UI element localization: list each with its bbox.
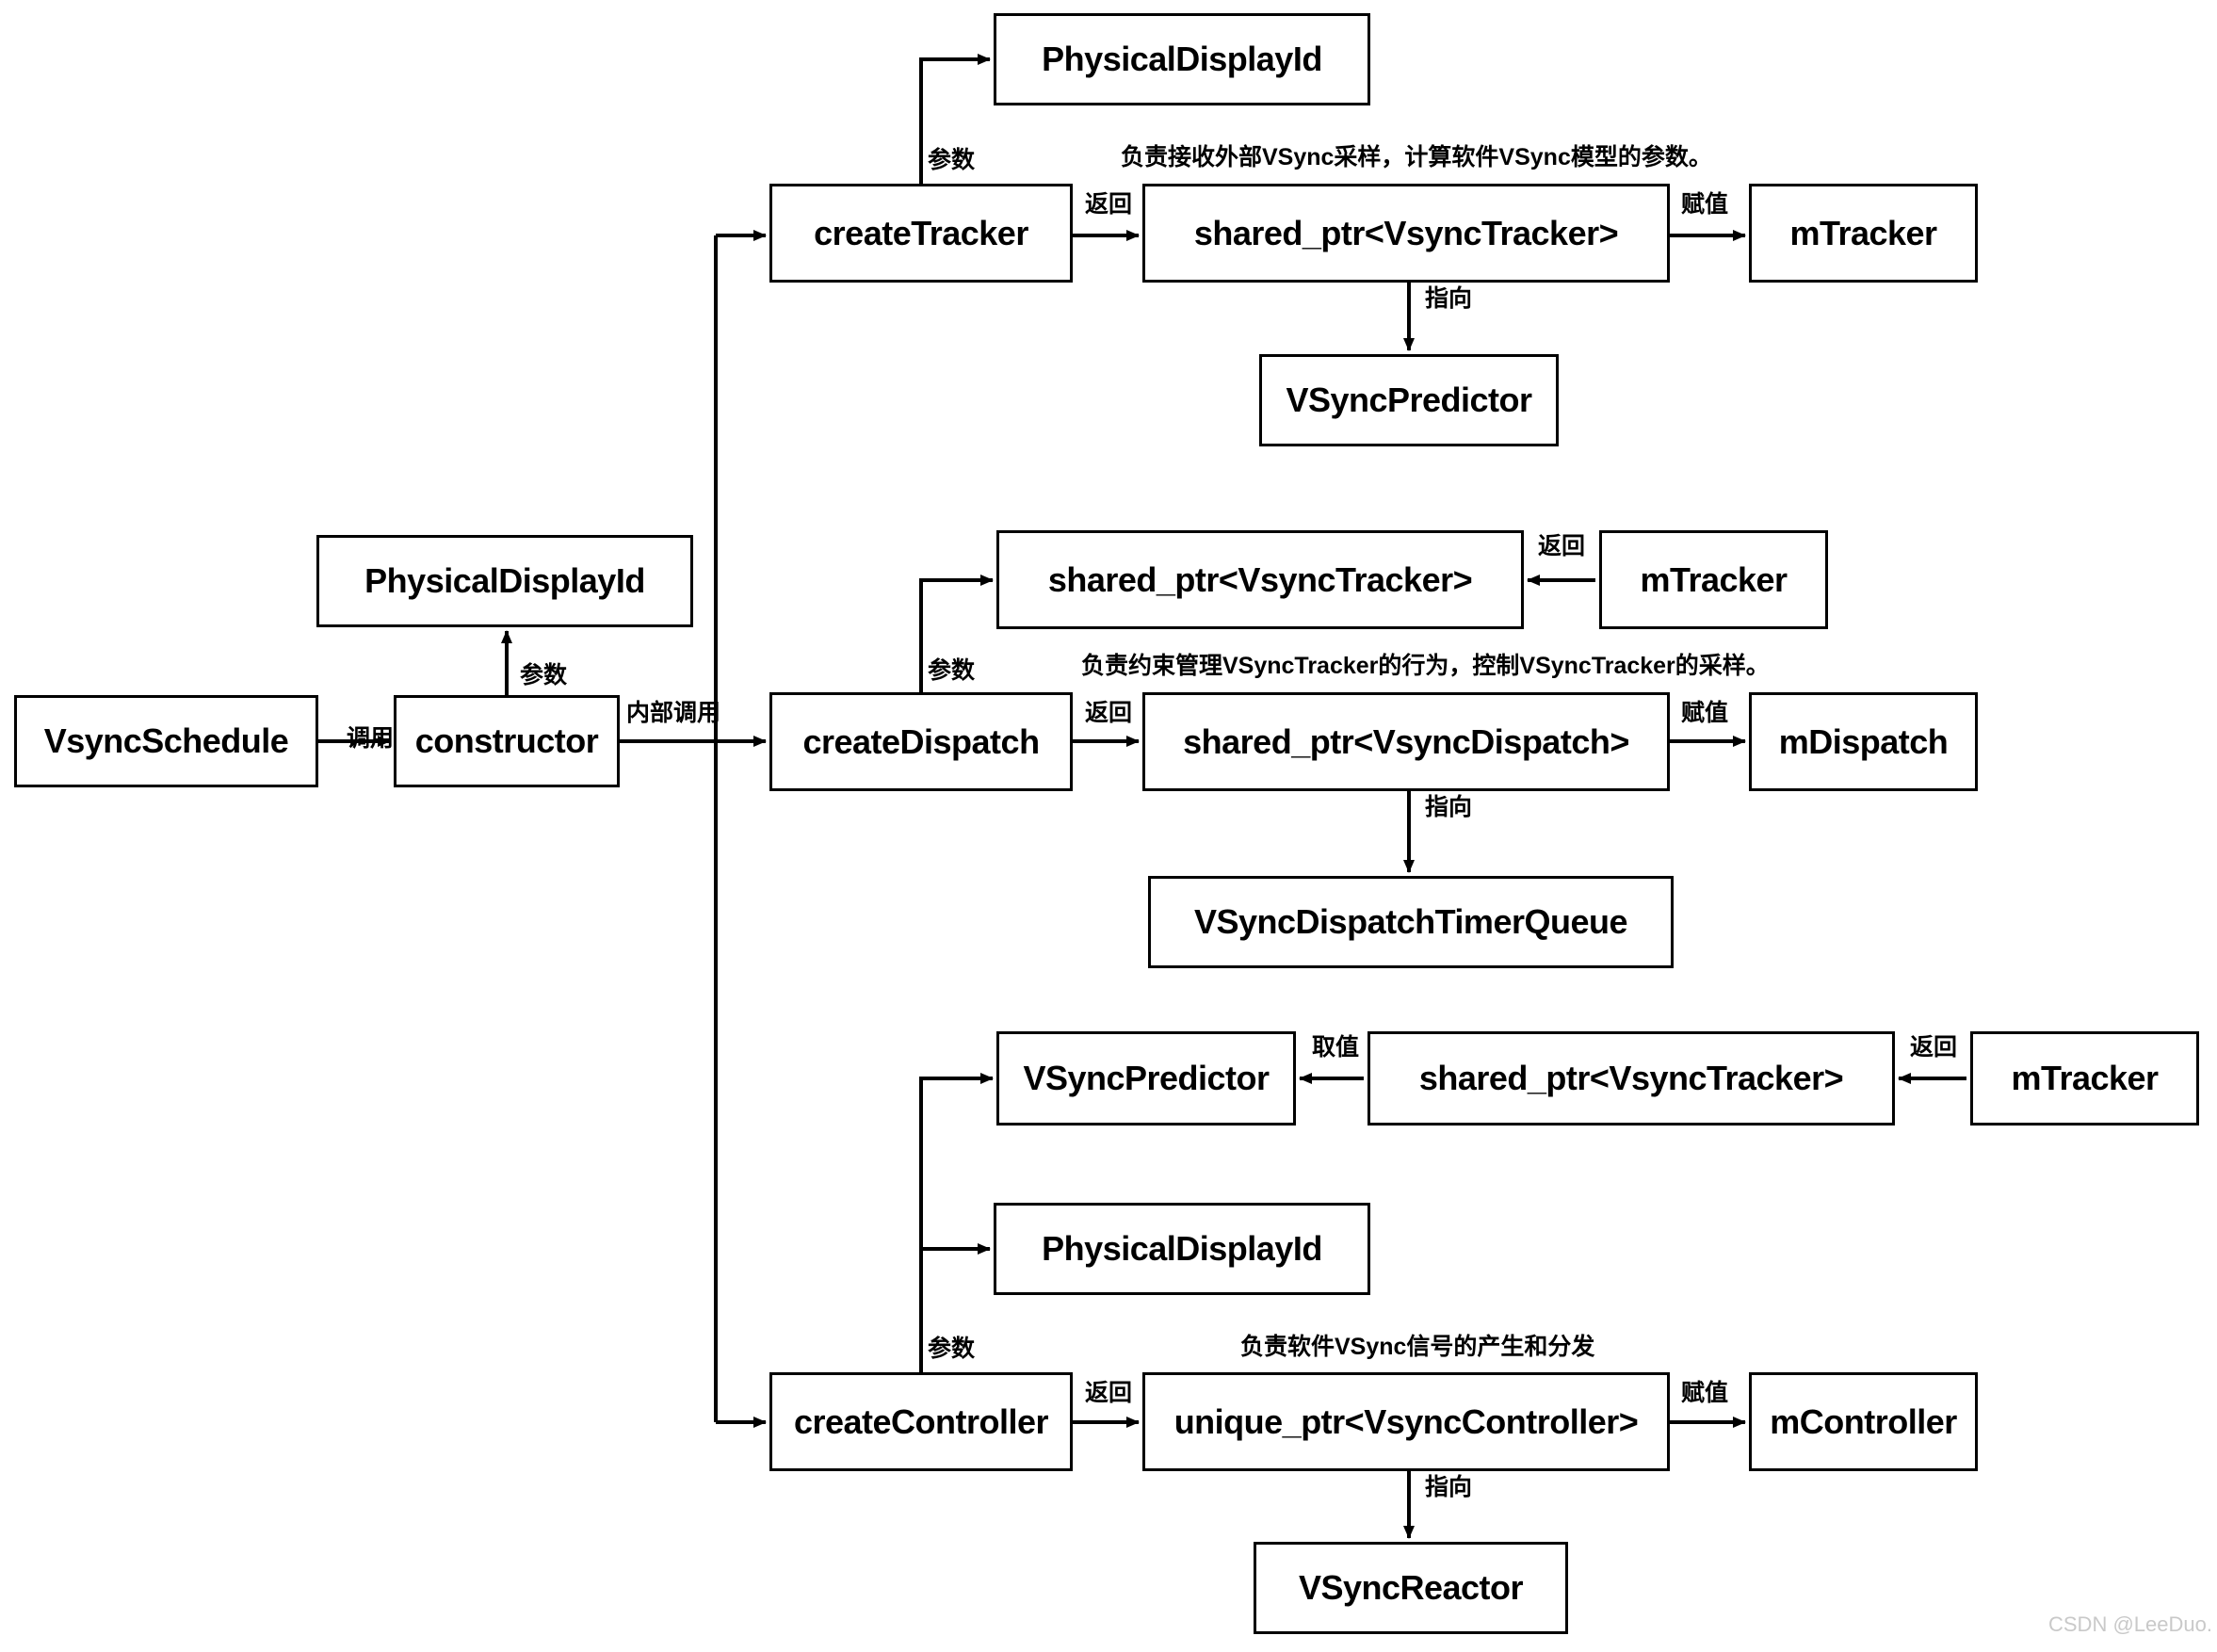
node-vsync-dispatch-timer-queue[interactable]: VSyncDispatchTimerQueue <box>1148 876 1674 968</box>
node-label: VSyncPredictor <box>1286 381 1532 420</box>
node-shared-ptr-vsync-tracker-1[interactable]: shared_ptr<VsyncTracker> <box>1142 184 1670 283</box>
node-label: PhysicalDisplayId <box>1042 1229 1322 1269</box>
edge-label-return-mtracker-mid: 返回 <box>1538 533 1586 559</box>
node-m-tracker-bottom[interactable]: mTracker <box>1970 1031 2199 1126</box>
node-unique-ptr-vsync-controller[interactable]: unique_ptr<VsyncController> <box>1142 1372 1670 1471</box>
node-create-dispatch[interactable]: createDispatch <box>769 692 1073 791</box>
node-label: shared_ptr<VsyncTracker> <box>1193 213 1619 252</box>
node-vsync-predictor-bottom[interactable]: VSyncPredictor <box>996 1031 1296 1126</box>
node-constructor[interactable]: constructor <box>394 695 620 787</box>
edge-label-assign-dispatch: 赋值 <box>1681 700 1729 726</box>
node-physical-display-id-left[interactable]: PhysicalDisplayId <box>316 535 693 627</box>
node-label: createTracker <box>814 213 1028 252</box>
node-physical-display-id-top[interactable]: PhysicalDisplayId <box>994 13 1370 105</box>
node-m-tracker-top[interactable]: mTracker <box>1749 184 1978 283</box>
node-label: mTracker <box>1640 559 1788 599</box>
edge-label-return-controller: 返回 <box>1085 1380 1133 1406</box>
node-label: VsyncSchedule <box>43 721 289 761</box>
node-vsync-predictor-top[interactable]: VSyncPredictor <box>1259 354 1559 446</box>
node-label: VSyncPredictor <box>1023 1059 1270 1098</box>
node-label: shared_ptr<VsyncTracker> <box>1047 559 1473 599</box>
node-label: unique_ptr<VsyncController> <box>1173 1401 1639 1441</box>
node-label: VSyncDispatchTimerQueue <box>1194 902 1628 942</box>
node-label: shared_ptr<VsyncTracker> <box>1418 1059 1844 1098</box>
node-label: VSyncReactor <box>1298 1568 1524 1608</box>
edge-label-param-dispatch: 参数 <box>928 657 976 684</box>
edge-label-param-controller: 参数 <box>928 1336 976 1362</box>
node-label: mTracker <box>2011 1059 2159 1098</box>
node-shared-ptr-vsync-dispatch[interactable]: shared_ptr<VsyncDispatch> <box>1142 692 1670 791</box>
node-label: PhysicalDisplayId <box>1042 40 1322 79</box>
note-controller-description: 负责软件VSync信号的产生和分发 <box>1240 1334 1595 1360</box>
note-tracker-description: 负责接收外部VSync采样，计算软件VSync模型的参数。 <box>1121 144 1712 170</box>
node-m-tracker-mid[interactable]: mTracker <box>1599 530 1828 629</box>
node-label: createDispatch <box>802 721 1040 761</box>
edge-label-param-tracker: 参数 <box>928 147 976 173</box>
node-physical-display-id-bottom[interactable]: PhysicalDisplayId <box>994 1203 1370 1295</box>
node-vsync-schedule[interactable]: VsyncSchedule <box>14 695 318 787</box>
edge-label-pointsto-dispatch: 指向 <box>1425 794 1473 820</box>
edge-label-call-constructor: 调用 <box>347 725 395 752</box>
edge-label-pointsto-controller: 指向 <box>1425 1474 1473 1500</box>
node-label: mTracker <box>1789 213 1937 252</box>
edge-label-return-tracker: 返回 <box>1085 191 1133 218</box>
edge-label-getvalue-predictor: 取值 <box>1312 1034 1360 1061</box>
edge-label-return-dispatch: 返回 <box>1085 700 1133 726</box>
node-m-dispatch[interactable]: mDispatch <box>1749 692 1978 791</box>
edge-label-return-mtracker-bottom: 返回 <box>1910 1034 1958 1061</box>
edge-label-assign-tracker: 赋值 <box>1681 191 1729 218</box>
node-label: mDispatch <box>1778 721 1949 761</box>
edge-createcontroller-vsyncpredictor <box>919 1073 994 1372</box>
node-m-controller[interactable]: mController <box>1749 1372 1978 1471</box>
node-label: createController <box>793 1401 1049 1441</box>
node-label: constructor <box>414 721 599 761</box>
node-label: shared_ptr<VsyncDispatch> <box>1183 721 1629 761</box>
node-vsync-reactor[interactable]: VSyncReactor <box>1254 1542 1568 1634</box>
note-dispatch-description: 负责约束管理VSyncTracker的行为，控制VSyncTracker的采样。 <box>1081 653 1770 679</box>
edge-label-pointsto-tracker: 指向 <box>1425 285 1473 312</box>
edge-label-param-constructor: 参数 <box>520 662 568 688</box>
edge-label-assign-controller: 赋值 <box>1681 1380 1729 1406</box>
node-create-controller[interactable]: createController <box>769 1372 1073 1471</box>
node-create-tracker[interactable]: createTracker <box>769 184 1073 283</box>
node-shared-ptr-vsync-tracker-3[interactable]: shared_ptr<VsyncTracker> <box>1367 1031 1895 1126</box>
node-shared-ptr-vsync-tracker-2[interactable]: shared_ptr<VsyncTracker> <box>996 530 1524 629</box>
node-label: PhysicalDisplayId <box>364 561 645 601</box>
csdn-watermark: CSDN @LeeDuo. <box>2048 1612 2212 1636</box>
node-label: mController <box>1770 1401 1957 1441</box>
edge-label-internal-call: 内部调用 <box>626 700 721 726</box>
